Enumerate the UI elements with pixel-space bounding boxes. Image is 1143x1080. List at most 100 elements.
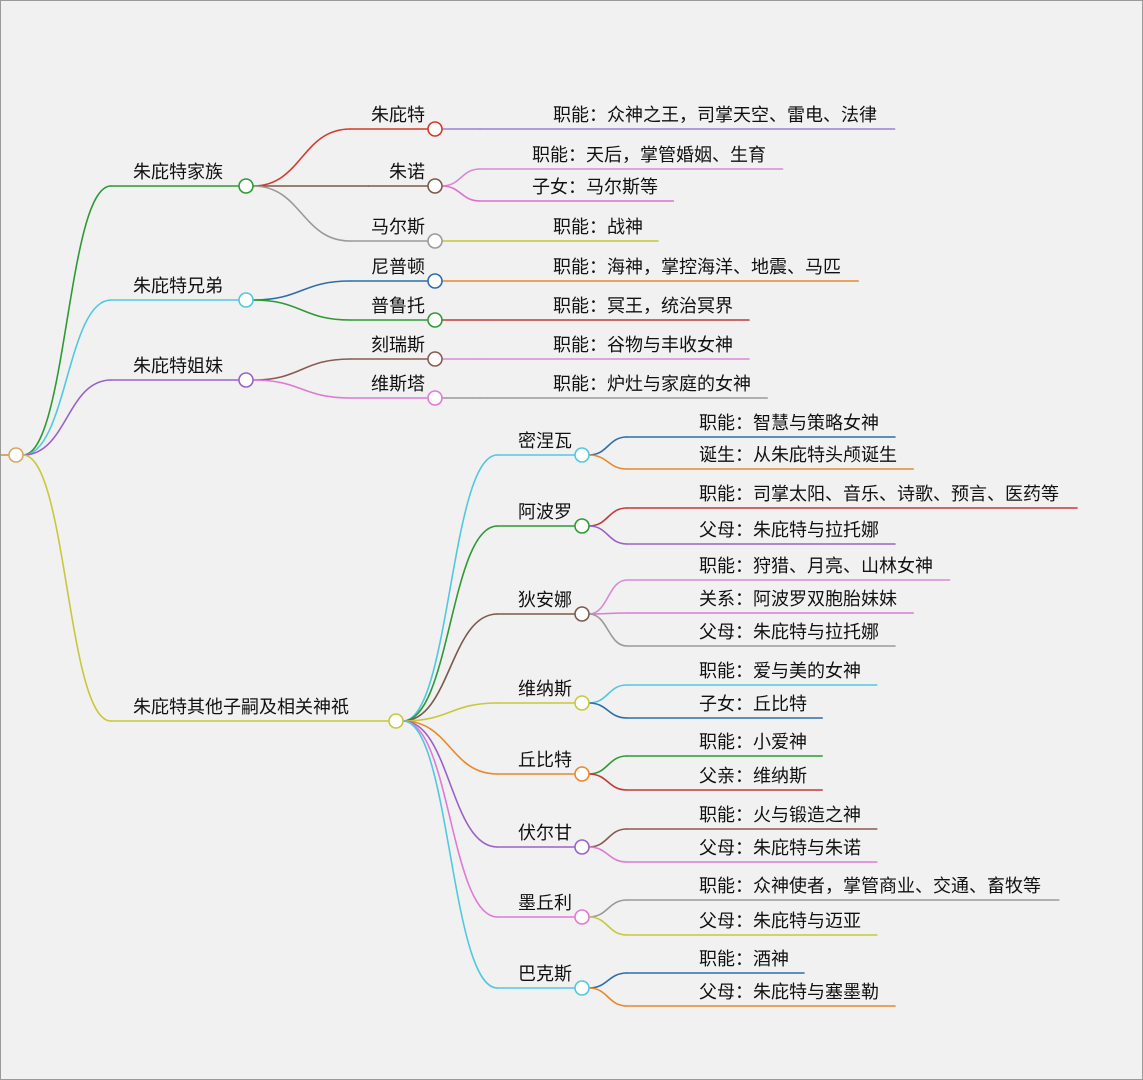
leaf-link	[588, 828, 628, 848]
leaf-label: 父母：朱庇特与迈亚	[699, 911, 861, 932]
leaf-label: 职能：战神	[553, 217, 643, 238]
child-label: 朱诺	[389, 162, 425, 183]
branch-node[interactable]	[238, 372, 254, 388]
child-link	[252, 185, 352, 242]
child-link	[252, 379, 352, 399]
leaf-label: 子女：丘比特	[699, 694, 807, 715]
leaf-link	[588, 755, 628, 775]
leaf-link	[588, 454, 628, 470]
leaf-label: 子女：马尔斯等	[532, 177, 658, 198]
branch-label: 朱庇特其他子嗣及相关神祇	[133, 697, 349, 718]
leaf-label: 职能：司掌太阳、音乐、诗歌、预言、医药等	[699, 484, 1059, 505]
leaf-label: 职能：冥王，统治冥界	[553, 296, 733, 317]
child-node[interactable]	[574, 606, 590, 622]
child-link	[402, 720, 499, 989]
child-link	[402, 525, 499, 722]
child-label: 普鲁托	[371, 296, 425, 317]
child-link	[402, 720, 499, 775]
child-node[interactable]	[427, 233, 443, 249]
leaf-link	[588, 525, 628, 545]
leaf-link	[588, 702, 628, 719]
child-link	[402, 720, 499, 918]
branch-label: 朱庇特姐妹	[133, 356, 223, 377]
child-label: 密涅瓦	[518, 431, 572, 452]
leaf-link	[441, 168, 481, 187]
leaf-label: 职能：狩猎、月亮、山林女神	[699, 556, 933, 577]
child-link	[402, 702, 499, 722]
child-label: 刻瑞斯	[371, 335, 425, 356]
leaf-label: 职能：小爱神	[699, 732, 807, 753]
child-link	[252, 280, 352, 301]
leaf-label: 职能：谷物与丰收女神	[553, 335, 733, 356]
leaf-label: 父母：朱庇特与塞墨勒	[699, 982, 879, 1003]
child-node[interactable]	[574, 447, 590, 463]
root-node[interactable]	[8, 447, 24, 463]
leaf-label: 职能：爱与美的女神	[699, 661, 861, 682]
child-node[interactable]	[574, 980, 590, 996]
child-link	[402, 720, 499, 848]
leaf-label: 职能：智慧与策略女神	[699, 413, 879, 434]
child-node[interactable]	[427, 312, 443, 328]
leaf-label: 职能：众神使者，掌管商业、交通、畜牧等	[699, 876, 1041, 897]
child-link	[252, 358, 352, 381]
child-node[interactable]	[427, 273, 443, 289]
branch-label: 朱庇特兄弟	[133, 276, 223, 297]
child-label: 维斯塔	[371, 374, 425, 395]
child-node[interactable]	[574, 518, 590, 534]
leaf-label: 职能：众神之王，司掌天空、雷电、法律	[553, 105, 877, 126]
branch-node[interactable]	[388, 713, 404, 729]
child-node[interactable]	[427, 390, 443, 406]
child-label: 尼普顿	[371, 257, 425, 278]
child-link	[402, 613, 499, 722]
child-label: 维纳斯	[518, 679, 572, 700]
child-link	[402, 454, 499, 722]
leaf-link	[588, 916, 628, 936]
leaf-label: 职能：天后，掌管婚姻、生育	[532, 145, 766, 166]
child-label: 墨丘利	[518, 893, 572, 914]
child-node[interactable]	[574, 909, 590, 925]
leaf-link	[588, 972, 628, 989]
branch-node[interactable]	[238, 178, 254, 194]
leaf-link	[588, 507, 628, 527]
leaf-link	[588, 613, 628, 647]
leaf-link	[441, 185, 481, 202]
leaf-link	[588, 846, 628, 863]
leaf-link	[588, 899, 628, 918]
branch-link	[22, 185, 112, 456]
child-node[interactable]	[427, 351, 443, 367]
leaf-label: 职能：酒神	[699, 949, 789, 970]
leaf-label: 关系：阿波罗双胞胎妹妹	[699, 589, 897, 610]
branch-link	[22, 299, 112, 456]
child-node[interactable]	[427, 121, 443, 137]
child-link	[252, 128, 352, 187]
child-label: 丘比特	[518, 750, 572, 771]
child-label: 朱庇特	[371, 105, 425, 126]
branch-link	[22, 454, 112, 722]
child-node[interactable]	[574, 695, 590, 711]
child-node[interactable]	[574, 839, 590, 855]
leaf-link	[588, 579, 628, 615]
leaf-label: 职能：火与锻造之神	[699, 805, 861, 826]
leaf-link	[588, 987, 628, 1007]
child-link	[252, 299, 352, 321]
leaf-label: 职能：炉灶与家庭的女神	[553, 374, 751, 395]
child-node[interactable]	[427, 178, 443, 194]
leaf-label: 父母：朱庇特与拉托娜	[699, 622, 879, 643]
leaf-link	[588, 684, 628, 704]
branch-label: 朱庇特家族	[133, 162, 223, 183]
branch-node[interactable]	[238, 292, 254, 308]
leaf-label: 父母：朱庇特与朱诺	[699, 838, 861, 859]
mindmap-links	[0, 128, 1078, 1007]
child-label: 巴克斯	[518, 964, 572, 985]
branch-link	[22, 379, 112, 456]
child-node[interactable]	[574, 766, 590, 782]
leaf-label: 父亲：维纳斯	[699, 766, 807, 787]
child-label: 狄安娜	[518, 590, 572, 611]
child-label: 阿波罗	[518, 502, 572, 523]
leaf-label: 职能：海神，掌控海洋、地震、马匹	[553, 257, 841, 278]
leaf-link	[588, 773, 628, 791]
leaf-label: 诞生：从朱庇特头颅诞生	[699, 445, 897, 466]
